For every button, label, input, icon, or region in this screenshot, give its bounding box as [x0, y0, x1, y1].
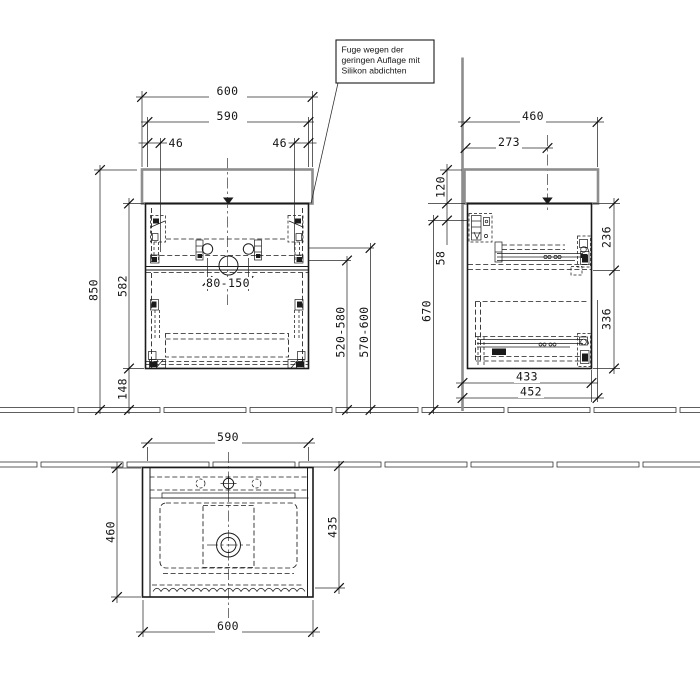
- dim-front-cabinet-width: 590: [217, 109, 239, 123]
- plan-dimensions: 590 460 435 600: [104, 430, 345, 638]
- callout-leader-line: [310, 82, 339, 204]
- side-dimensions: 460 273 120 58 670 236 3: [420, 109, 620, 416]
- dim-front-drain-range: 80-150: [206, 276, 250, 290]
- supply-connection-right: [242, 243, 255, 255]
- overflow-texture: [152, 587, 306, 593]
- basin-outline-plan: [141, 466, 314, 598]
- bowl-outline: [159, 502, 298, 569]
- side-view: 460 273 120 58 670 236 3: [420, 57, 620, 416]
- dim-side-cabinet-depth: 433: [516, 370, 538, 384]
- dim-front-drain-height: 570-600: [357, 306, 371, 357]
- dim-side-total-depth: 452: [520, 385, 542, 399]
- dim-side-bottom-drawer-height: 336: [600, 308, 614, 330]
- callout-box: [335, 39, 435, 84]
- dim-plan-basin-depth: 460: [104, 521, 118, 543]
- cabinet-outline-front: [144, 202, 310, 370]
- callout-note: Fuge wegen der geringen Auflage mit Sili…: [310, 39, 435, 204]
- basin-outline-side: [463, 168, 600, 205]
- dim-side-drain-offset: 273: [498, 135, 520, 149]
- callout-text-line1: Fuge wegen der: [342, 45, 404, 55]
- callout-text-line3: Silikon abdichten: [342, 66, 407, 76]
- front-view: 600 590 46 46 850: [87, 84, 376, 416]
- dim-plan-inner-depth: 435: [326, 516, 340, 538]
- dim-front-cabinet-height: 582: [116, 275, 130, 297]
- side-interior: [468, 213, 591, 367]
- dim-plan-cabinet-width: 590: [217, 430, 239, 444]
- dim-side-bracket-offset: 58: [434, 251, 448, 266]
- dim-side-top-drawer-height: 236: [600, 226, 614, 248]
- dim-front-right-offset: 46: [272, 136, 287, 150]
- dim-side-basin-height: 120: [434, 176, 448, 198]
- supply-connection-left: [201, 243, 214, 255]
- floor-line: [0, 407, 700, 413]
- dim-front-total-height: 850: [87, 279, 101, 301]
- dim-side-bracket-floor-height: 670: [420, 300, 434, 322]
- dim-plan-basin-width: 600: [217, 619, 239, 633]
- plan-view: 590 460 435 600: [104, 430, 345, 638]
- cabinet-outline-side: [466, 202, 593, 370]
- tap-hole-left: [195, 478, 206, 489]
- center-marker-side: [542, 197, 553, 205]
- front-interior: [145, 208, 309, 369]
- plan-interior: [149, 475, 309, 593]
- dim-front-supply-height: 520-580: [334, 306, 348, 357]
- drain-pipe-front: [218, 255, 239, 276]
- callout-text-line2: geringen Auflage mit: [342, 55, 421, 65]
- wall-line-plan: [0, 461, 700, 468]
- dim-front-floor-clearance: 148: [116, 378, 130, 400]
- front-dimensions: 600 590 46 46 850: [87, 84, 376, 416]
- dim-front-left-offset: 46: [169, 136, 184, 150]
- tap-hole-right: [251, 478, 262, 489]
- center-marker-front: [223, 197, 234, 205]
- dim-side-basin-depth: 460: [522, 109, 544, 123]
- dim-front-basin-width: 600: [217, 84, 239, 98]
